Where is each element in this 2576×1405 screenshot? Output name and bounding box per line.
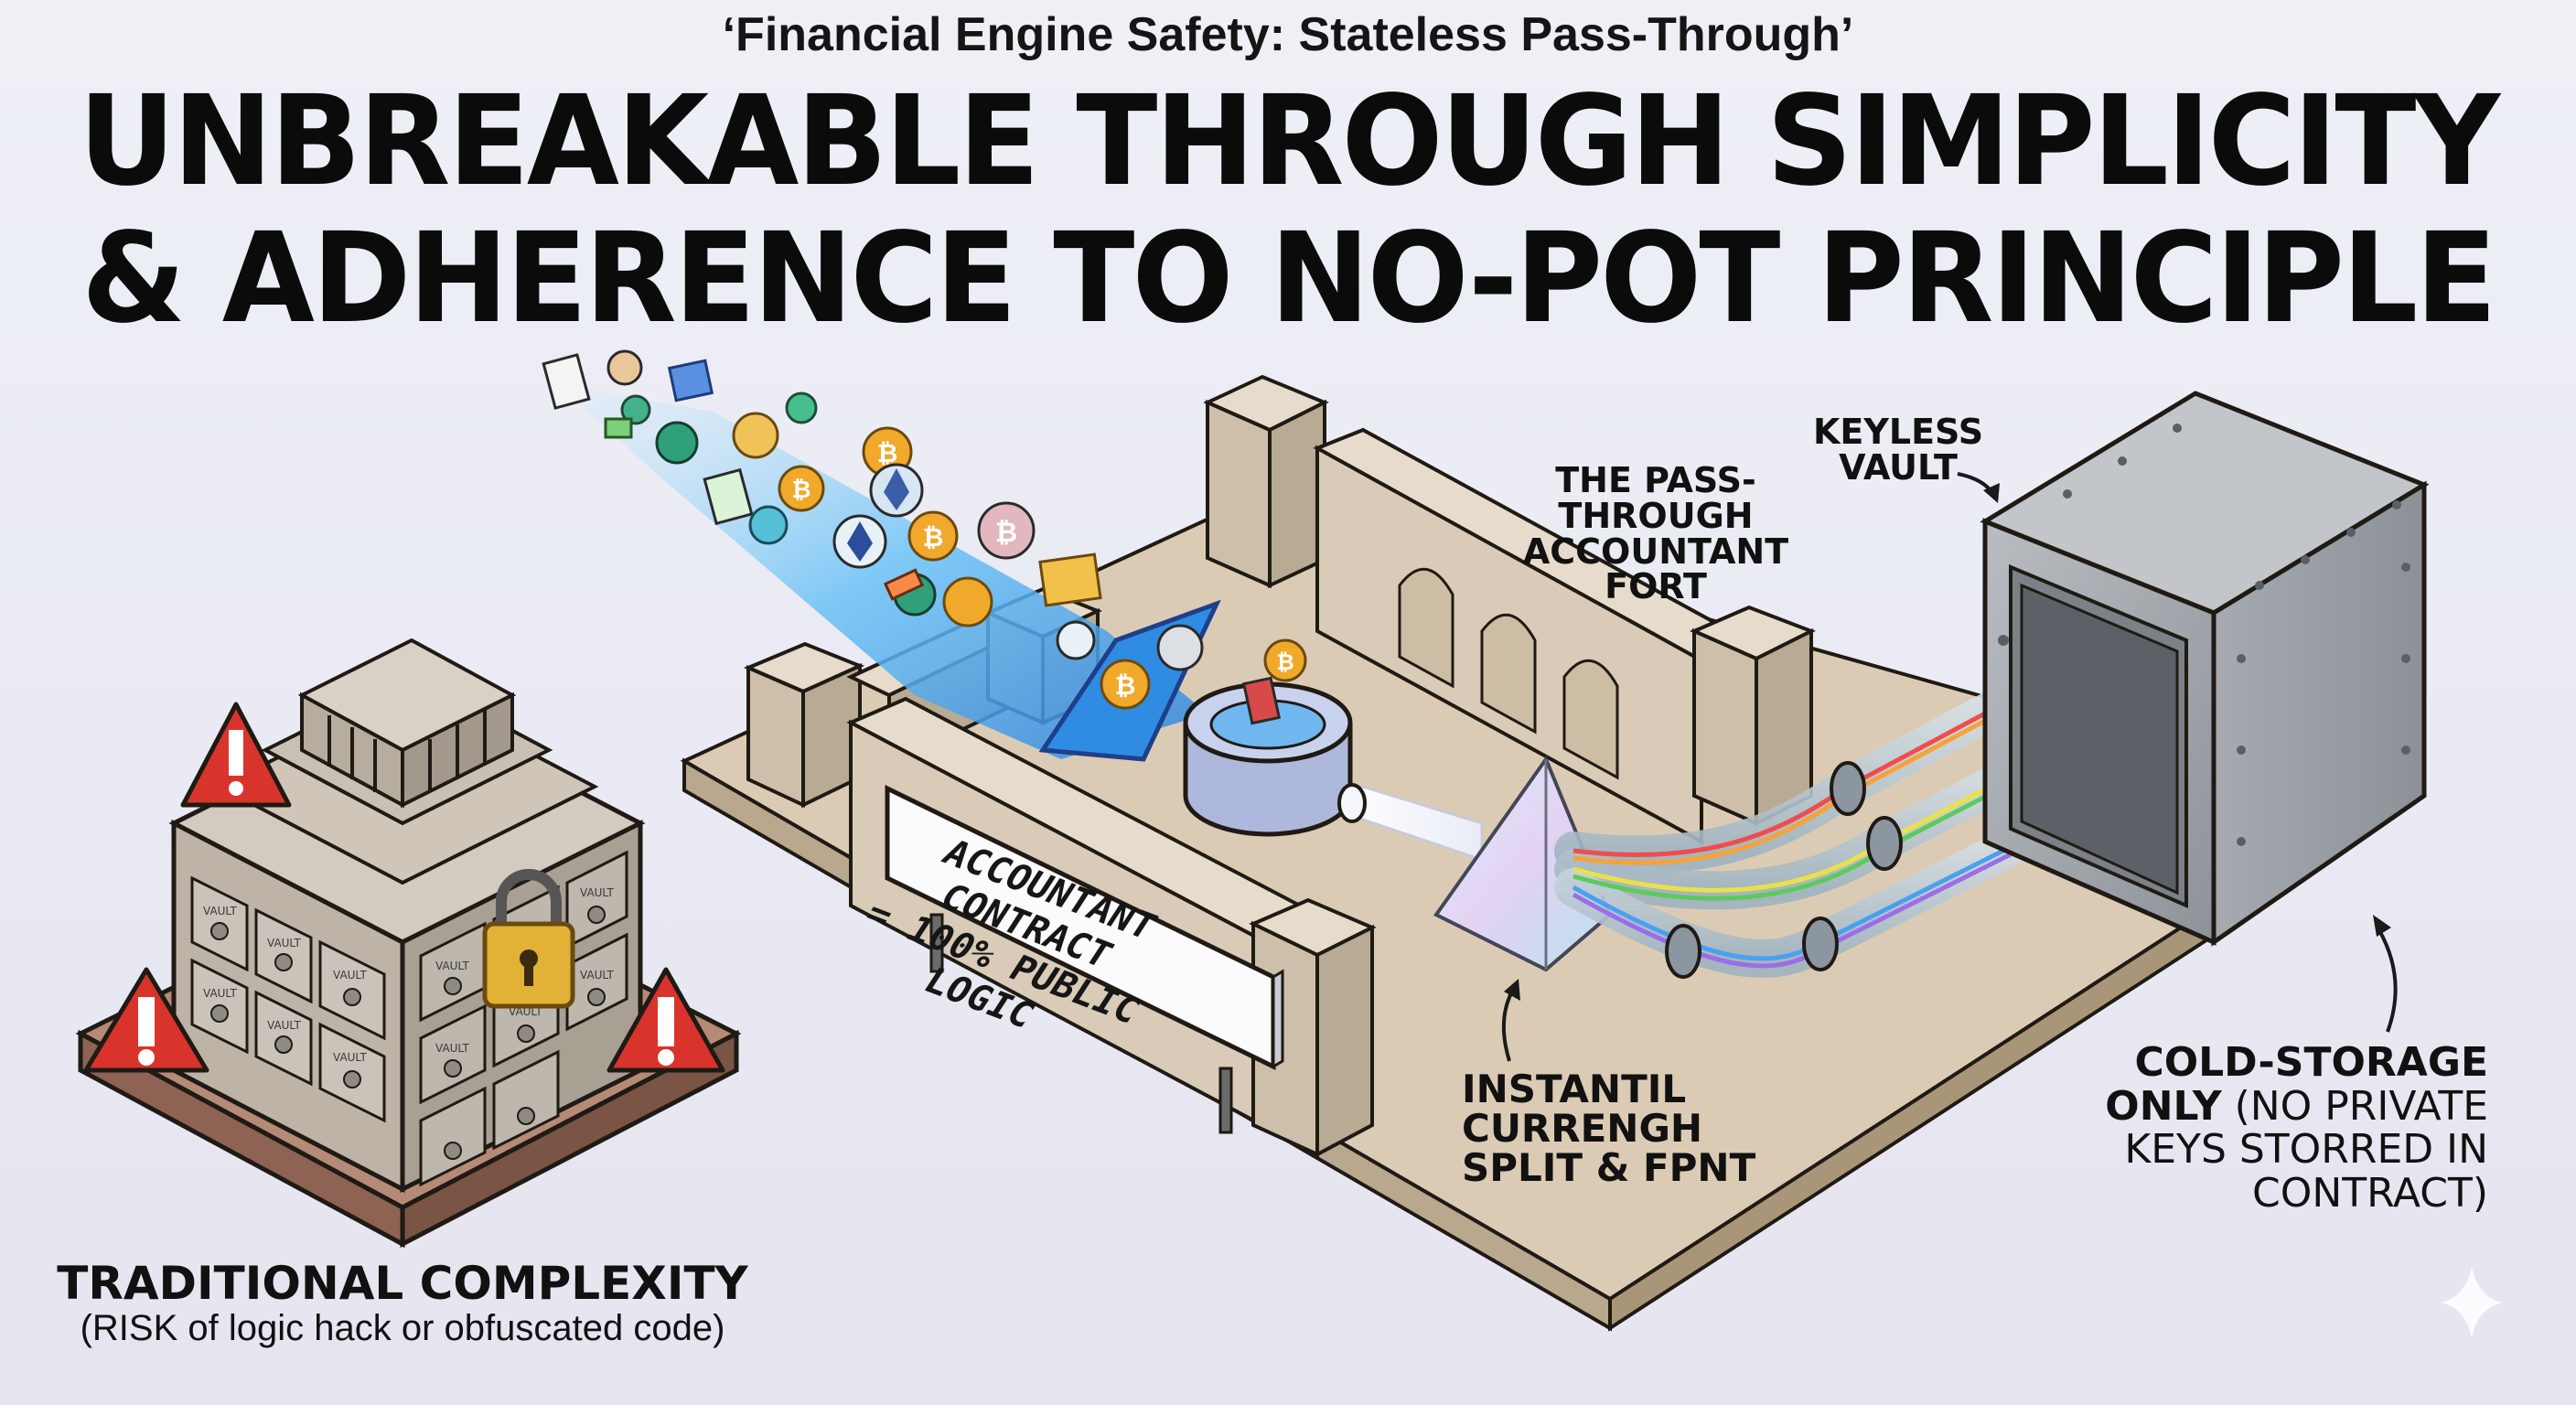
svg-text:₿: ₿ [1276, 649, 1294, 675]
coins-and-documents: ₿ ₿ ₿ ₿ ₿ [542, 349, 1204, 710]
accountant-contract-sign [885, 784, 1284, 1071]
vault-label: KEYLESS VAULT [1812, 412, 1984, 488]
headline-line-2: & ADHERENCE TO NO-POT PRINCIPLE [81, 207, 2496, 351]
vault-drawer-tag: VAULT [203, 905, 237, 917]
folder-icon [667, 359, 714, 402]
svg-text:VAULT: VAULT [435, 1042, 469, 1055]
fort-label: THE PASS-THROUGH ACCOUNTANT FORT [1522, 460, 1789, 607]
traditional-title: TRADITIONAL COMPLEXITY [57, 1257, 748, 1310]
document-icon [542, 353, 591, 410]
svg-text:VAULT: VAULT [580, 886, 614, 899]
svg-text:VAULT: VAULT [267, 937, 301, 949]
instant-split-label: INSTANTIL CURRENGH SPLIT & FPNT [1462, 1067, 1756, 1190]
cold-storage-label: COLD-STORAGE ONLY (NO PRIVATE KEYS STORR… [2105, 1039, 2488, 1217]
svg-text:VAULT: VAULT [333, 1051, 367, 1064]
padlock-icon [482, 869, 575, 1009]
traditional-building: VAULT VAULT VAULT VAULT VAULT VAULT VAUL… [75, 638, 742, 1249]
warning-triangle-icon [180, 702, 292, 808]
traditional-caption: (RISK of logic hack or obfuscated code) [80, 1308, 725, 1348]
warning-triangle-icon [606, 967, 725, 1073]
svg-text:VAULT: VAULT [333, 969, 367, 981]
subtitle: ‘Financial Engine Safety: Stateless Pass… [722, 8, 1854, 61]
svg-text:VAULT: VAULT [267, 1019, 301, 1032]
keyless-vault [1980, 391, 2430, 947]
bitcoin-coin-icon [778, 465, 825, 512]
svg-text:₿: ₿ [877, 438, 898, 468]
svg-text:₿: ₿ [995, 517, 1017, 549]
sign-posts [929, 913, 1233, 1134]
warning-triangle-icon [83, 967, 209, 1073]
intake-cylinder: ₿ [1183, 638, 1353, 837]
svg-text:VAULT: VAULT [435, 960, 469, 972]
rainbow-pipes [1554, 621, 2151, 979]
svg-text:₿: ₿ [1115, 670, 1136, 701]
headline-line-1: UNBREAKABLE THROUGH SIMPLICITY [78, 70, 2500, 214]
svg-text:VAULT: VAULT [580, 969, 614, 981]
svg-text:₿: ₿ [791, 477, 810, 504]
svg-text:₿: ₿ [923, 522, 944, 552]
annotation-arrows [1501, 472, 2398, 1062]
coin-icon [606, 349, 643, 386]
svg-text:VAULT: VAULT [203, 987, 237, 1000]
sparkle-icon [2441, 1266, 2503, 1339]
